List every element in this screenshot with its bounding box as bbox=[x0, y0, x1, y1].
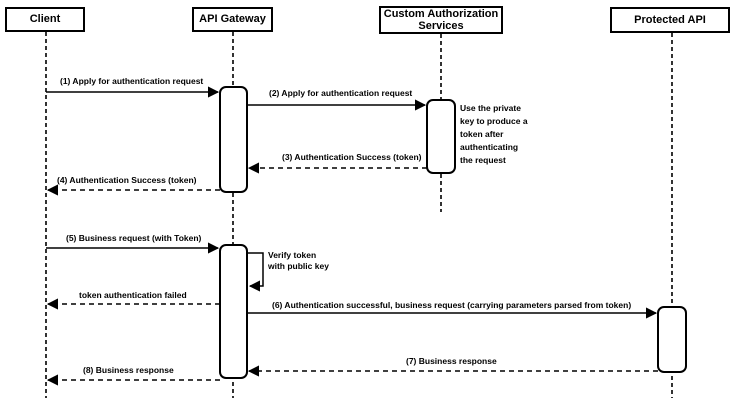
actor-custom-auth-label: Custom Authorization Services bbox=[383, 7, 499, 33]
message-label-token-auth-failed: token authentication failed bbox=[79, 290, 187, 300]
message-label-4: (4) Authentication Success (token) bbox=[57, 175, 197, 185]
actor-custom-authorization-services: Custom Authorization Services bbox=[379, 6, 503, 34]
message-label-7: (7) Business response bbox=[406, 356, 497, 366]
note-private-key: Use the private key to produce a token a… bbox=[460, 103, 528, 165]
actor-protected-api-label: Protected API bbox=[634, 13, 706, 26]
activation-custom-auth bbox=[426, 99, 456, 174]
activation-api-gateway-auth bbox=[219, 86, 248, 193]
activation-api-gateway-business bbox=[219, 244, 248, 379]
message-label-verify-token: Verify token with public key bbox=[268, 250, 329, 271]
activation-protected-api bbox=[657, 306, 687, 373]
message-label-3: (3) Authentication Success (token) bbox=[282, 152, 422, 162]
message-label-2: (2) Apply for authentication request bbox=[269, 88, 413, 98]
message-label-6: (6) Authentication successful, business … bbox=[272, 300, 632, 310]
arrow-verify-token-self bbox=[247, 252, 264, 292]
message-label-8: (8) Business response bbox=[83, 365, 174, 375]
actor-client: Client bbox=[5, 7, 85, 32]
message-label-5: (5) Business request (with Token) bbox=[66, 233, 202, 243]
actor-client-label: Client bbox=[29, 13, 61, 26]
actor-protected-api: Protected API bbox=[610, 7, 730, 33]
actor-api-gateway-label: API Gateway bbox=[199, 13, 266, 26]
actor-api-gateway: API Gateway bbox=[192, 7, 273, 32]
message-label-1: (1) Apply for authentication request bbox=[60, 76, 204, 86]
